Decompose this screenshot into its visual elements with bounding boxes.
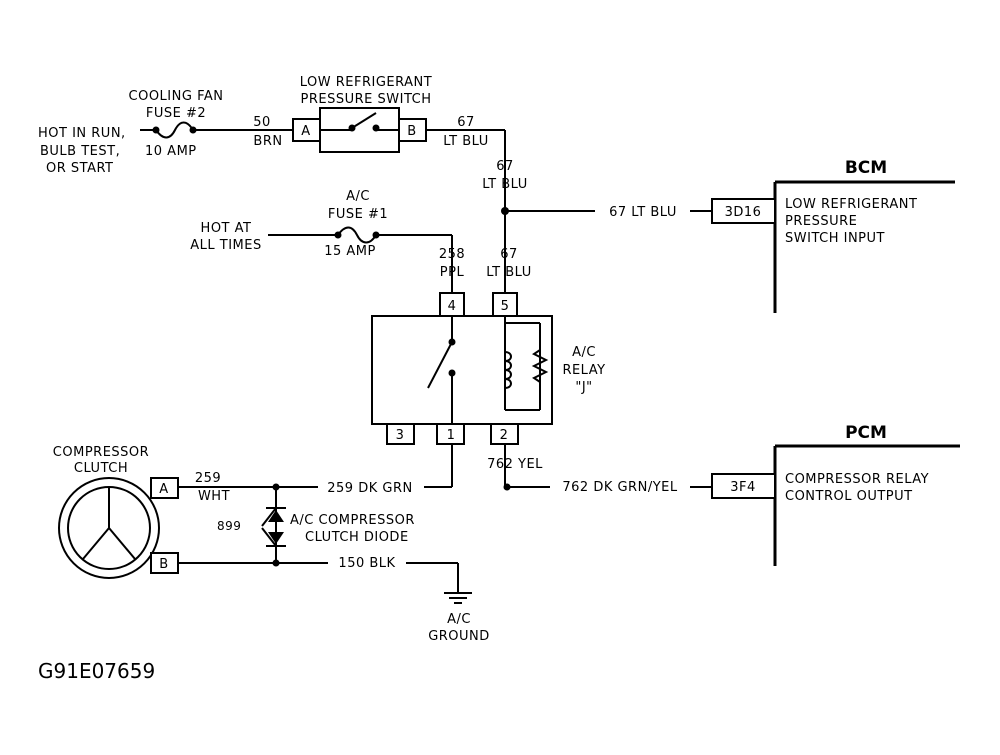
svg-text:258: 258 (439, 247, 465, 262)
svg-text:3: 3 (396, 428, 405, 443)
diode-label: A/C COMPRESSOR CLUTCH DIODE (290, 513, 415, 545)
svg-text:4: 4 (448, 299, 457, 314)
ac-fuse-label: A/C FUSE #1 (328, 189, 388, 222)
relay-coil (504, 351, 512, 389)
low-refrigerant-pressure-switch: A B (292, 107, 427, 153)
svg-text:CLUTCH DIODE: CLUTCH DIODE (305, 530, 409, 545)
clutch-pin-a (150, 477, 179, 499)
svg-text:COOLING FAN: COOLING FAN (129, 89, 224, 104)
svg-text:A/C: A/C (346, 189, 370, 204)
hot-at-all-times-label: HOT AT ALL TIMES (190, 221, 261, 253)
svg-text:HOT AT: HOT AT (201, 221, 252, 236)
svg-text:A: A (159, 482, 168, 497)
bcm-pin-3d16 (711, 198, 776, 224)
svg-text:5: 5 (501, 299, 510, 314)
svg-text:A: A (301, 124, 310, 139)
svg-text:A/C: A/C (447, 612, 471, 627)
svg-text:67: 67 (500, 247, 518, 262)
figure-id: G91E07659 (38, 659, 155, 683)
fuse-1-terminal (334, 231, 342, 239)
relay-resistor (531, 349, 549, 383)
splice-899-label: 899 (217, 519, 241, 533)
svg-text:PPL: PPL (440, 265, 465, 280)
svg-text:BRN: BRN (253, 134, 282, 149)
svg-text:"J": "J" (575, 380, 592, 395)
relay-housing (371, 315, 553, 425)
wire-259-wht-label: 259 WHT (195, 471, 230, 504)
svg-text:LT BLU: LT BLU (443, 134, 489, 149)
svg-text:1: 1 (447, 428, 456, 443)
compressor-clutch: A B (58, 477, 179, 579)
hot-in-run-label: HOT IN RUN, BULB TEST, OR START (38, 126, 126, 176)
wire-67-bcm-label: 67 LT BLU (609, 205, 677, 220)
svg-text:PRESSURE: PRESSURE (785, 214, 857, 229)
wire-150-label: 150 BLK (338, 556, 395, 571)
svg-text:HOT IN RUN,: HOT IN RUN, (38, 126, 126, 141)
fuse-1-rating: 15 AMP (324, 244, 376, 259)
compressor-clutch-label: COMPRESSOR CLUTCH (53, 445, 149, 476)
svg-text:OR START: OR START (46, 161, 114, 176)
svg-text:3D16: 3D16 (725, 205, 762, 220)
svg-text:67: 67 (496, 159, 514, 174)
svg-text:COMPRESSOR RELAY: COMPRESSOR RELAY (785, 472, 929, 487)
svg-text:ALL TIMES: ALL TIMES (190, 238, 261, 253)
svg-text:COMPRESSOR: COMPRESSOR (53, 445, 149, 460)
wire-762-yel-label: 762 YEL (487, 457, 543, 472)
wire-258-label: 258 PPL (439, 247, 465, 280)
ground-symbol (444, 592, 472, 604)
svg-text:RELAY: RELAY (562, 363, 605, 378)
svg-text:GROUND: GROUND (428, 629, 490, 644)
wire-50-label: 50 BRN (253, 115, 282, 149)
wire-762-grn-label: 762 DK GRN/YEL (562, 480, 677, 495)
ac-relay: 4 5 3 1 2 (371, 292, 553, 445)
pcm-pin-3f4 (711, 473, 776, 499)
svg-text:B: B (159, 557, 168, 572)
svg-text:50: 50 (253, 115, 271, 130)
wire-67-relay-label: 67 LT BLU (486, 247, 532, 280)
ac-relay-label: A/C RELAY "J" (562, 345, 605, 395)
svg-text:259: 259 (195, 471, 221, 486)
svg-text:LOW REFRIGERANT: LOW REFRIGERANT (300, 75, 432, 90)
fuse-2-rating: 10 AMP (145, 144, 197, 159)
svg-text:WHT: WHT (198, 489, 230, 504)
svg-text:FUSE #1: FUSE #1 (328, 207, 388, 222)
lrps-label: LOW REFRIGERANT PRESSURE SWITCH (300, 75, 432, 107)
relay-pin-3 (386, 423, 415, 445)
svg-text:LOW REFRIGERANT: LOW REFRIGERANT (785, 197, 917, 212)
svg-text:CONTROL OUTPUT: CONTROL OUTPUT (785, 489, 913, 504)
svg-text:SWITCH INPUT: SWITCH INPUT (785, 231, 885, 246)
wire-259-grn-label: 259 DK GRN (327, 481, 412, 496)
svg-text:2: 2 (500, 428, 509, 443)
ac-ground-label: A/C GROUND (428, 612, 490, 644)
svg-text:A/C COMPRESSOR: A/C COMPRESSOR (290, 513, 415, 528)
svg-text:FUSE #2: FUSE #2 (146, 106, 206, 121)
clutch-diode (261, 507, 286, 547)
wire-67-mid-label: 67 LT BLU (482, 159, 528, 192)
svg-text:BULB TEST,: BULB TEST, (40, 144, 120, 159)
svg-text:3F4: 3F4 (730, 480, 756, 495)
relay-pin-1 (436, 423, 465, 445)
svg-text:B: B (407, 124, 416, 139)
svg-text:67: 67 (457, 115, 475, 130)
bcm-description: LOW REFRIGERANT PRESSURE SWITCH INPUT (785, 197, 917, 246)
svg-text:CLUTCH: CLUTCH (74, 461, 128, 476)
fuse-2-symbol (155, 121, 194, 139)
pcm-title: PCM (845, 423, 887, 443)
svg-text:PRESSURE SWITCH: PRESSURE SWITCH (301, 92, 432, 107)
cooling-fan-fuse-label: COOLING FAN FUSE #2 (129, 89, 224, 121)
svg-text:LT BLU: LT BLU (486, 265, 532, 280)
svg-text:LT BLU: LT BLU (482, 177, 528, 192)
svg-text:A/C: A/C (572, 345, 596, 360)
wire-67-top-label: 67 LT BLU (443, 115, 489, 149)
pcm-description: COMPRESSOR RELAY CONTROL OUTPUT (785, 472, 929, 504)
fuse-1-symbol (337, 226, 377, 244)
bcm-title: BCM (845, 158, 887, 178)
